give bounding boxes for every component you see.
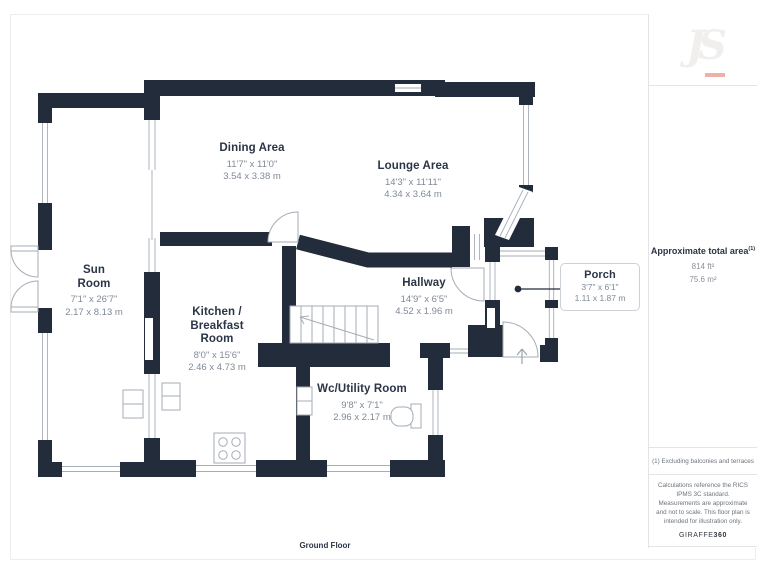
giraffe360-brand: GIRAFFE360 — [679, 532, 727, 539]
total-area-section: Approximate total area(1) 814 ft² 75.6 m… — [649, 86, 757, 448]
agency-logo: JS — [649, 14, 757, 86]
total-area-label: Approximate total area(1) — [650, 246, 756, 257]
room-size-imperial: 3'7" x 6'1" — [581, 282, 619, 293]
room-label-kitchen: Kitchen / Breakfast Room 8'0" x 15'6" 2.… — [188, 306, 246, 375]
door-arc — [450, 267, 485, 302]
room-label-hallway: Hallway 14'9" x 6'5" 4.52 x 1.96 m — [395, 277, 453, 319]
room-name: Kitchen / — [192, 306, 242, 318]
room-label-wc-utility: Wc/Utility Room 9'8" x 7'1" 2.96 x 2.17 … — [317, 383, 407, 425]
radiator-icon — [161, 382, 181, 411]
room-size-metric: 2.17 x 8.13 m — [65, 306, 123, 318]
entrance-arrow-icon — [516, 348, 528, 364]
total-area-values: 814 ft² 75.6 m² — [689, 261, 716, 287]
footnote-marker: (1) — [748, 246, 756, 253]
radiator-icon — [122, 389, 144, 419]
door-leaf — [10, 245, 39, 252]
disclaimer-section: Calculations reference the RICS IPMS 3C … — [649, 475, 757, 547]
disclaimer-text: Calculations reference the RICS IPMS 3C … — [656, 482, 750, 525]
brand-name: GIRAFFE — [678, 531, 714, 539]
room-size-metric: 4.52 x 1.96 m — [395, 306, 453, 318]
room-label-lounge: Lounge Area 14'3" x 11'11" 4.34 x 3.64 m — [378, 160, 449, 202]
hob-icon — [213, 432, 246, 464]
porch-leader-line — [514, 285, 560, 293]
room-size-metric: 2.46 x 4.73 m — [188, 362, 246, 374]
fixtures — [122, 348, 528, 464]
info-sidebar: JS Approximate total area(1) 814 ft² 75.… — [648, 14, 757, 548]
agency-logo-accent-bar — [705, 73, 725, 77]
room-name: Breakfast — [190, 319, 244, 332]
room-size-imperial: 14'9" x 6'5" — [400, 293, 448, 305]
doors — [10, 211, 539, 358]
room-name: Lounge Area — [377, 160, 449, 172]
porch-label-box: Porch 3'7" x 6'1" 1.11 x 1.87 m — [560, 263, 640, 311]
entrance-door-arc — [502, 321, 539, 358]
door-arc — [267, 211, 299, 243]
french-door-arc — [10, 249, 39, 278]
total-area-ft: 814 ft² — [691, 262, 715, 272]
room-size-imperial: 9'8" x 7'1" — [341, 399, 383, 411]
staircase — [289, 305, 379, 344]
room-size-imperial: 8'0" x 15'6" — [193, 349, 241, 361]
room-size-metric: 2.96 x 2.17 m — [333, 412, 391, 424]
room-name: Room — [77, 277, 111, 290]
door-leaf — [10, 306, 39, 313]
footnote-section: (1) Excluding balconies and terraces — [649, 448, 757, 475]
room-size-imperial: 7'1" x 26'7" — [70, 294, 118, 306]
total-area-m: 75.6 m² — [689, 275, 717, 284]
toilet-icon — [390, 403, 422, 429]
room-label-sun-room: Sun Room 7'1" x 26'7" 2.17 x 8.13 m — [65, 264, 123, 320]
brand-number: 360 — [713, 531, 728, 539]
room-name: Sun — [82, 264, 106, 276]
room-label-dining: Dining Area 11'7" x 11'0" 3.54 x 3.38 m — [219, 142, 284, 184]
room-size-metric: 3.54 x 3.38 m — [223, 171, 281, 183]
windows — [38, 84, 558, 477]
agency-logo-text: JS — [686, 22, 727, 69]
room-name: Wc/Utility Room — [317, 383, 407, 395]
french-door-arc — [10, 280, 39, 309]
room-name: Porch — [584, 269, 616, 282]
room-size-imperial: 11'7" x 11'0" — [226, 158, 278, 170]
room-name: Room — [200, 333, 234, 346]
room-name: Hallway — [402, 277, 446, 289]
sink-icon — [296, 386, 313, 416]
room-size-metric: 1.11 x 1.87 m — [574, 293, 626, 304]
footnote-text: (1) Excluding balconies and terraces — [652, 457, 754, 465]
room-size-metric: 4.34 x 3.64 m — [384, 189, 442, 201]
floor-title: Ground Floor — [299, 541, 351, 550]
room-name: Dining Area — [219, 142, 285, 154]
room-size-imperial: 14'3" x 11'11" — [385, 176, 441, 188]
